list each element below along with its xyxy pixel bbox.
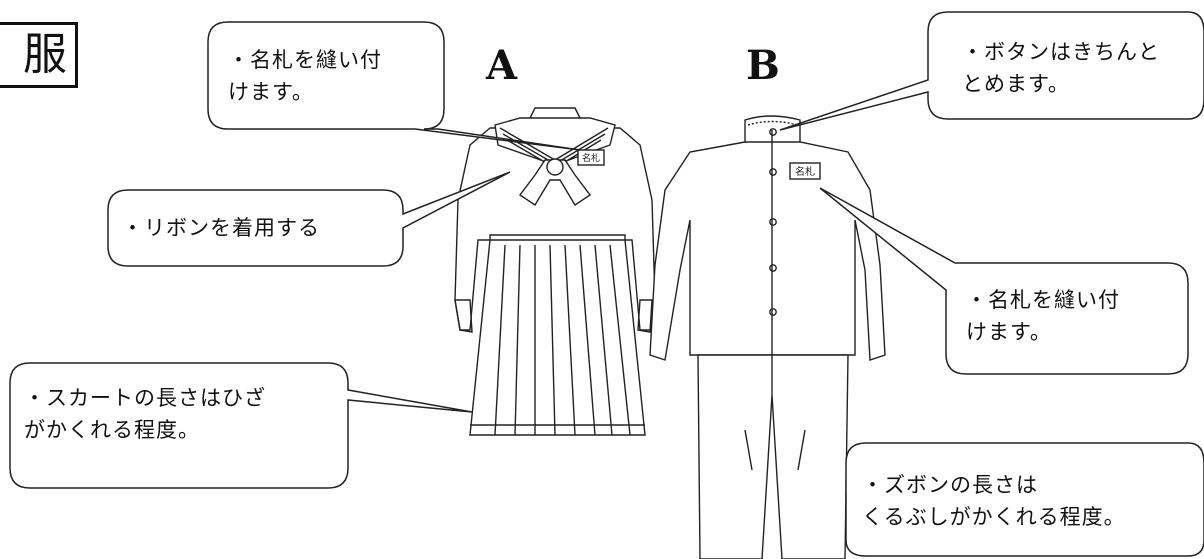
callout-skirt: ・スカートの長さはひざ がかくれる程度。 [24,386,266,442]
nametag-b-text: 名札 [795,165,815,178]
callout-box-skirt [9,362,473,489]
jacket-body [649,141,886,361]
button [769,218,777,226]
button [769,168,777,176]
label-b: B [746,42,780,89]
label-a: A [486,42,518,89]
ribbon [518,159,592,206]
callout-box-buttons [779,11,1204,131]
page-heading: 服 [0,22,78,88]
callout-ribbon: ・リボンを着用する [122,216,320,240]
callout-box-nametag-b [819,187,1189,375]
pleated-skirt [469,239,646,436]
callout-shapes [9,11,1204,557]
uniform-a [454,107,656,436]
callout-box-nametag-a [207,21,581,151]
button [769,308,777,316]
uniform-b [649,115,886,559]
callout-pants: ・ズボンの長さは くるぶしがかくれる程度。 [862,473,1126,529]
nametag-b [789,162,821,180]
callout-nametag-b: ・名札を縫い付 けます。 [966,288,1120,344]
trousers [697,354,849,559]
button [769,264,777,272]
callout-nametag-a: ・名札を縫い付 けます。 [228,48,382,104]
nametag-a-text: 名札 [582,152,600,164]
callout-box-ribbon [107,171,511,267]
callout-buttons: ・ボタンはきちんと とめます。 [962,40,1160,96]
button [769,128,777,136]
callout-box-pants [845,442,1204,557]
nametag-a [577,149,605,166]
